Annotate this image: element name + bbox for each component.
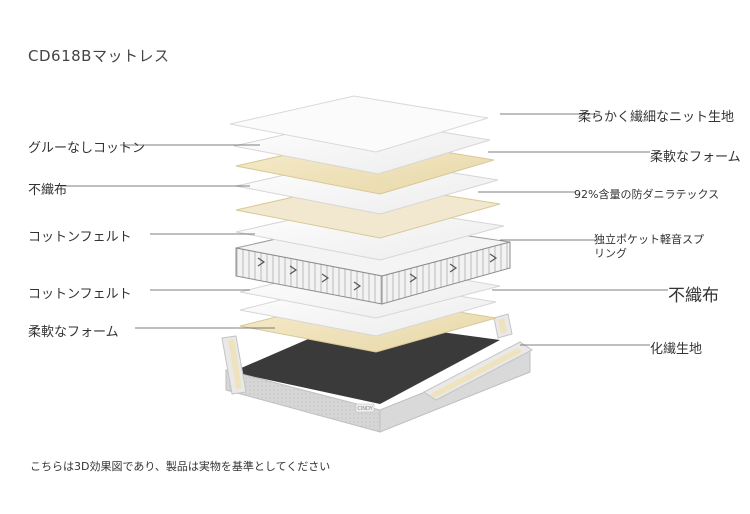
base-frame: CINDY — [221, 313, 533, 433]
right-leader-lines — [478, 113, 668, 346]
label-pocket-spring-1: 独立ポケット軽音スプ — [594, 233, 704, 246]
layer-knit-fabric — [229, 95, 489, 153]
left-rail-cream — [228, 339, 242, 389]
label-non-woven-left: 不織布 — [28, 183, 68, 198]
label-cotton-felt-upper: コットンフェルト — [28, 230, 132, 245]
label-soft-foam-right: 柔軟なフォーム — [650, 150, 741, 165]
label-glue-free-cotton: グルーなしコットン — [28, 141, 146, 156]
base-tag — [355, 403, 375, 413]
label-pocket-spring-2: リング — [594, 247, 627, 260]
top-right-rail-cream — [498, 318, 507, 334]
page-title: CD618Bマットレス — [28, 47, 170, 65]
left-leader-lines — [60, 144, 275, 329]
label-synthetic-fabric: 化繊生地 — [650, 342, 703, 357]
label-cotton-felt-lower: コットンフェルト — [28, 287, 132, 302]
label-soft-foam-left: 柔軟なフォーム — [28, 325, 119, 340]
label-non-woven-right: 不織布 — [668, 286, 719, 306]
label-knit-fabric: 柔らかく繊細なニット生地 — [578, 110, 735, 125]
label-latex: 92%含量の防ダニラテックス — [574, 188, 720, 201]
base-dark-panel — [232, 320, 500, 404]
footnote: こちらは3D効果図であり、製品は実物を基準としてください — [30, 460, 331, 473]
right-rail-cream — [430, 348, 522, 398]
base-tag-text: CINDY — [357, 406, 373, 412]
